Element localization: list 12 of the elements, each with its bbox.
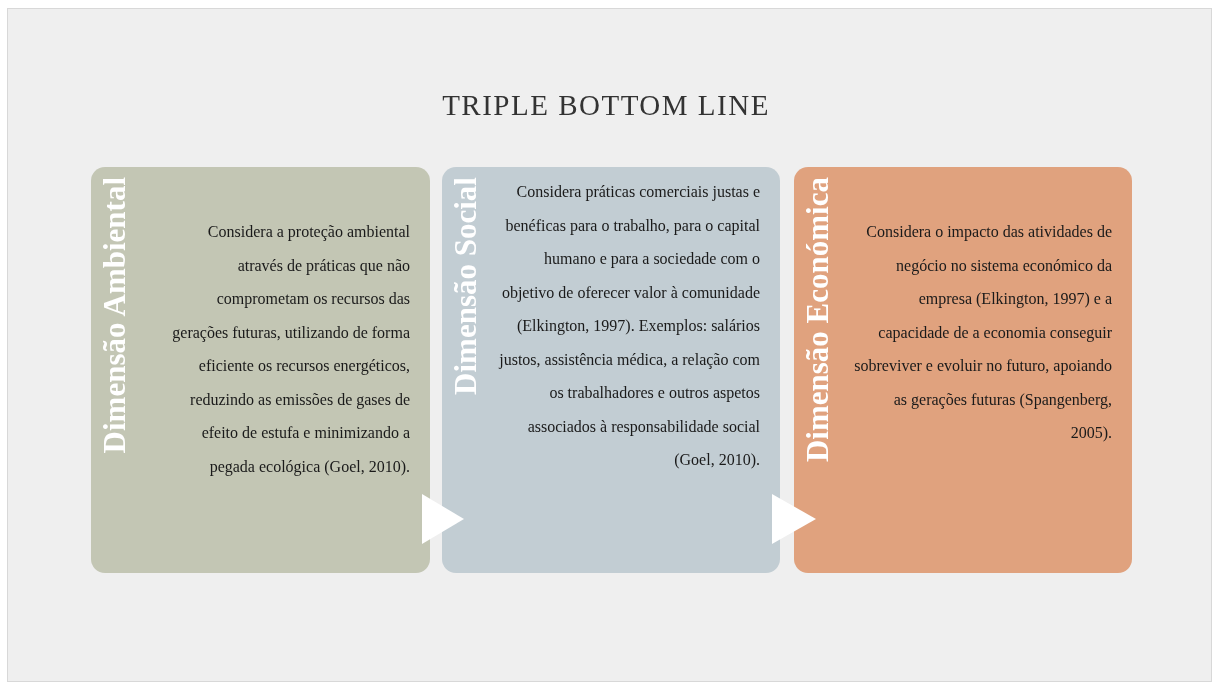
- chevron-arrow: [772, 494, 816, 544]
- description-text: Considera o impacto das atividades de negócio no sistema económico da empresa (Elkington, 1997) e a capacidade de a economia conseguir sobreviver e evoluir no futuro, apoiando as gerações futuras (Spangenberg, 2005).: [854, 223, 1112, 441]
- vertical-heading: Dimensão Económica: [800, 177, 836, 462]
- vertical-heading: Dimensão Ambiental: [97, 177, 133, 454]
- vertical-heading: Dimensão Social: [448, 177, 484, 395]
- description-text: Considera práticas comerciais justas e benéficas para o trabalho, para o capital humano e para a sociedade com o objetivo de oferecer valor à comunidade (Elkington, 1997). Exemplos: salários justos, assistência médica, a relação com os trabalhadores e outros aspetos associados à responsabilidade social (Goel, 2010).: [499, 183, 760, 468]
- dimension-card: [91, 167, 430, 573]
- chevron-arrow: [422, 494, 464, 544]
- dimension-card: [794, 167, 1132, 573]
- title: TRIPLE BOTTOM LINE: [442, 88, 770, 123]
- dimension-card: [442, 167, 780, 573]
- description-text: Considera a proteção ambiental através de práticas que não comprometam os recursos das gerações futuras, utilizando de forma eficiente os recursos energéticos, reduzindo as emissões de gases de efeito de estufa e minimizando a pegada ecológica (Goel, 2010).: [172, 223, 410, 475]
